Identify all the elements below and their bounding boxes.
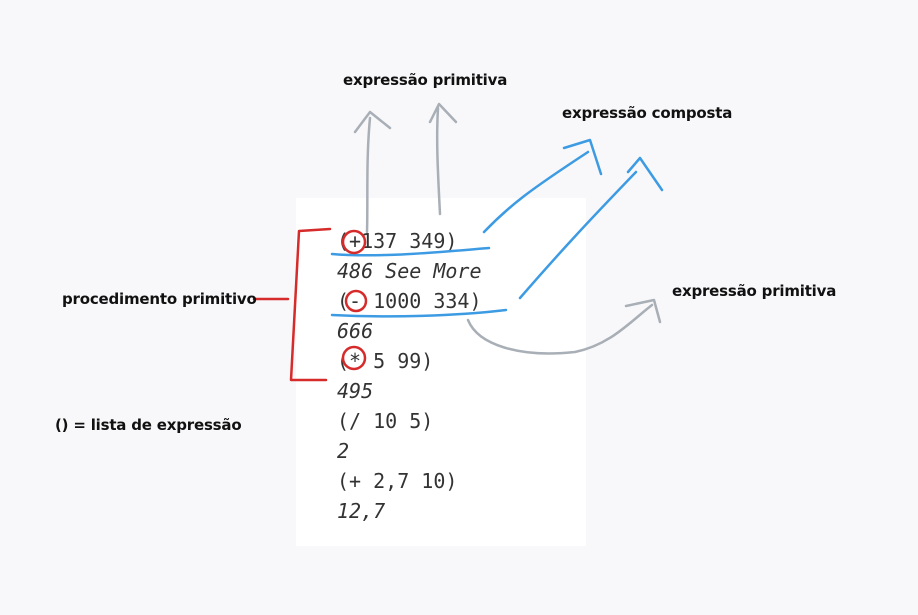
label-primitive-expression-right: expressão primitiva [672, 282, 837, 300]
code-line-5: (* 5 99) [337, 349, 434, 373]
code-line-6: 495 [337, 379, 374, 403]
operator-circle-minus [344, 289, 368, 313]
underline-expression-2 [330, 308, 508, 318]
arrow-primitive-right [466, 303, 654, 355]
arrowhead-composite-1 [562, 138, 603, 176]
arrowhead-primitive-right [624, 298, 662, 324]
label-primitive-procedure: procedimento primitivo [62, 290, 257, 308]
code-line-2: 486 See More [337, 259, 482, 283]
arrow-composite-1 [482, 150, 590, 234]
code-line-8: 2 [337, 439, 350, 463]
arrow-primitive-a [365, 116, 372, 234]
label-expression-list: () = lista de expressão [55, 416, 242, 434]
code-line-7: (/ 10 5) [337, 409, 434, 433]
label-primitive-expression-top: expressão primitiva [343, 71, 508, 89]
code-line-4: 666 [337, 319, 374, 343]
code-line-3: (- 1000 334) [337, 289, 482, 313]
operator-circle-plus [341, 229, 367, 255]
arrowhead-composite-2 [626, 156, 664, 192]
procedure-bracket [289, 227, 332, 382]
arrow-composite-2 [518, 170, 638, 300]
arrow-primitive-b [435, 106, 442, 216]
operator-circle-times [341, 345, 367, 371]
code-line-10: 12,7 [337, 499, 386, 523]
label-composite-expression: expressão composta [562, 104, 733, 122]
code-line-9: (+ 2,7 10) [337, 469, 458, 493]
underline-expression-1 [330, 246, 491, 257]
arrowhead-primitive-a [353, 110, 392, 134]
arrowhead-primitive-b [428, 102, 458, 124]
